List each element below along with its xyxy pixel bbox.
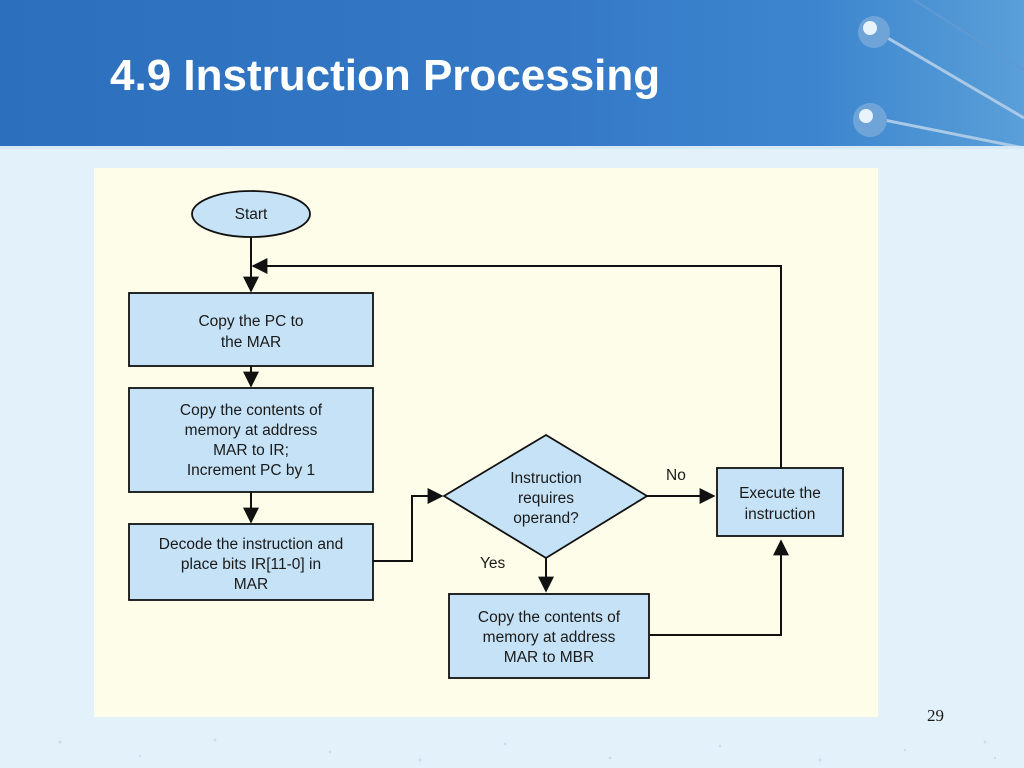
execute-line-1: Execute the [739,485,821,502]
page-number: 29 [927,706,944,725]
fetch-line-3: MAR to IR; [213,442,289,459]
decode-line-3: MAR [234,576,268,593]
header-divider [0,146,1024,149]
yes-label: Yes [480,555,506,572]
slide-header: 4.9 Instruction Processing [0,0,1024,148]
operand-fetch-node: Copy the contents of memory at address M… [448,593,650,679]
fetch-line-1: Copy the contents of [180,402,323,419]
operand-line-2: memory at address [483,629,616,646]
decision-node: Instruction requires operand? [442,433,649,560]
no-label: No [666,467,686,484]
decode-line-1: Decode the instruction and [159,536,343,553]
flowchart-panel: Start Copy the PC to the MAR Copy the co… [94,168,878,717]
copy-pc-node: Copy the PC to the MAR [128,292,374,367]
copy-pc-line-1: Copy the PC to [198,313,303,330]
decode-line-2: place bits IR[11-0] in [181,556,321,573]
operand-line-3: MAR to MBR [504,649,594,666]
copy-pc-line-2: the MAR [221,334,281,351]
start-node: Start [191,190,311,238]
slide-title: 4.9 Instruction Processing [110,51,661,100]
background-speckles [58,738,997,762]
connector-loop-back [251,258,782,468]
start-label: Start [235,206,268,223]
execute-line-2: instruction [745,506,816,523]
connector-decode-to-decision [373,488,444,562]
execute-node: Execute the instruction [716,467,844,537]
operand-line-1: Copy the contents of [478,609,621,626]
fetch-line-4: Increment PC by 1 [187,462,315,479]
fetch-node: Copy the contents of memory at address M… [128,387,374,493]
connector-operand-to-execute [650,539,789,636]
decision-line-2: requires [518,490,574,507]
decode-node: Decode the instruction and place bits IR… [128,523,374,601]
fetch-line-2: memory at address [185,422,318,439]
decision-line-1: Instruction [510,470,582,487]
flowchart: Start Copy the PC to the MAR Copy the co… [128,190,844,679]
decision-line-3: operand? [513,510,579,527]
pushpin-decoration [853,0,1024,148]
